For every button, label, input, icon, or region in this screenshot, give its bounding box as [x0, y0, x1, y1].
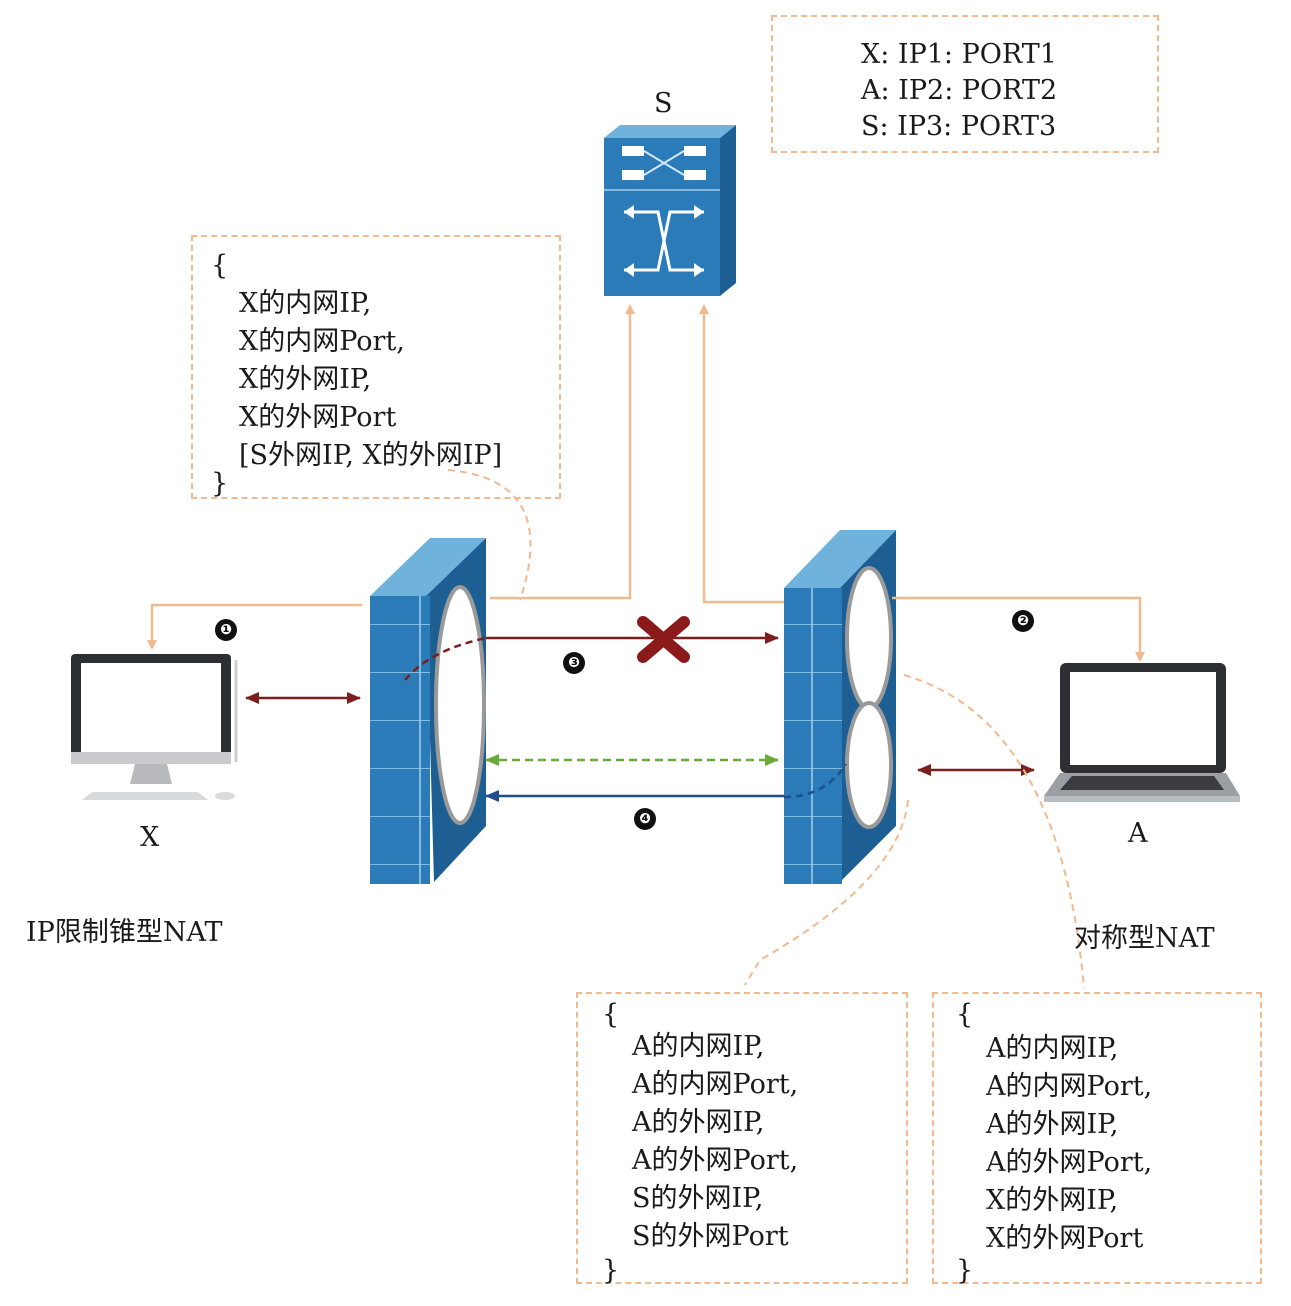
right-nat-firewall-icon — [784, 530, 896, 884]
blocked-cross-icon — [637, 616, 690, 663]
a-info-right-line: A的外网IP, — [986, 1109, 1119, 1140]
step-badge-3: ❸ — [563, 652, 585, 674]
address-box: X: IP1: PORT1 A: IP2: PORT2 S: IP3: PORT… — [771, 15, 1159, 153]
a-info-left-line: S的外网Port — [632, 1221, 789, 1252]
x-info-line: X的内网Port, — [239, 326, 405, 357]
x-info-box: { X的内网IP, X的内网Port, X的外网IP, X的外网Port [S外… — [191, 235, 561, 499]
x-label: X — [140, 822, 160, 853]
address-line-x: X: IP1: PORT1 — [861, 39, 1057, 70]
a-info-left-line: A的内网Port, — [632, 1069, 799, 1100]
a-info-right-close-brace: } — [956, 1255, 974, 1286]
desktop-computer-icon — [71, 654, 238, 800]
nat-right-to-a-path — [892, 596, 1145, 662]
server-switch-icon — [604, 125, 736, 296]
x-info-line: [S外网IP, X的外网IP] — [239, 440, 503, 471]
a-info-left-connector — [744, 799, 909, 986]
a-info-right-line: A的内网IP, — [986, 1033, 1119, 1064]
x-to-server-path — [490, 304, 635, 600]
nat-left-to-x-path — [147, 603, 362, 650]
left-nat-firewall-icon — [370, 538, 486, 884]
a-info-right-line: X的外网IP, — [986, 1185, 1119, 1216]
a-info-right-line: X的外网Port — [986, 1223, 1144, 1254]
nat-left-label: IP限制锥型NAT — [26, 917, 223, 948]
x-info-line: X的内网IP, — [239, 288, 372, 319]
a-info-right-connector — [903, 674, 1085, 989]
a-info-left-open-brace: { — [602, 999, 620, 1030]
step-badge-1: ❶ — [215, 619, 237, 641]
x-info-line: X的外网Port — [239, 402, 397, 433]
a-info-left-line: A的内网IP, — [632, 1031, 765, 1062]
a-info-left-line: A的外网Port, — [632, 1145, 799, 1176]
x-info-close-brace: } — [211, 468, 229, 499]
a-info-left-line: S的外网IP, — [632, 1183, 764, 1214]
a-info-box-right: { A的内网IP, A的内网Port, A的外网IP, A的外网Port, X的… — [932, 992, 1262, 1286]
a-info-right-line: A的内网Port, — [986, 1071, 1153, 1102]
nat-right-label: 对称型NAT — [1074, 923, 1215, 954]
laptop-computer-icon — [1044, 663, 1240, 802]
step-badge-2: ❷ — [1012, 610, 1034, 632]
server-label: S — [654, 88, 673, 119]
a-info-right-line: A的外网Port, — [986, 1147, 1153, 1178]
step-badge-4: ❹ — [634, 808, 656, 830]
step3-dashed-curve — [404, 636, 487, 681]
a-info-box-left: { A的内网IP, A的内网Port, A的外网IP, A的外网Port, S的… — [576, 992, 908, 1286]
x-info-open-brace: { — [211, 250, 229, 281]
x-info-connector — [447, 469, 532, 601]
a-info-right-open-brace: { — [956, 999, 974, 1030]
step4-dashed-curve — [783, 763, 848, 799]
address-line-a: A: IP2: PORT2 — [861, 75, 1058, 106]
a-info-left-close-brace: } — [602, 1255, 620, 1286]
a-info-left-line: A的外网IP, — [632, 1107, 765, 1138]
address-line-s: S: IP3: PORT3 — [861, 111, 1057, 142]
x-info-line: X的外网IP, — [239, 364, 372, 395]
a-label: A — [1128, 818, 1148, 849]
a-to-server-path — [699, 304, 784, 604]
